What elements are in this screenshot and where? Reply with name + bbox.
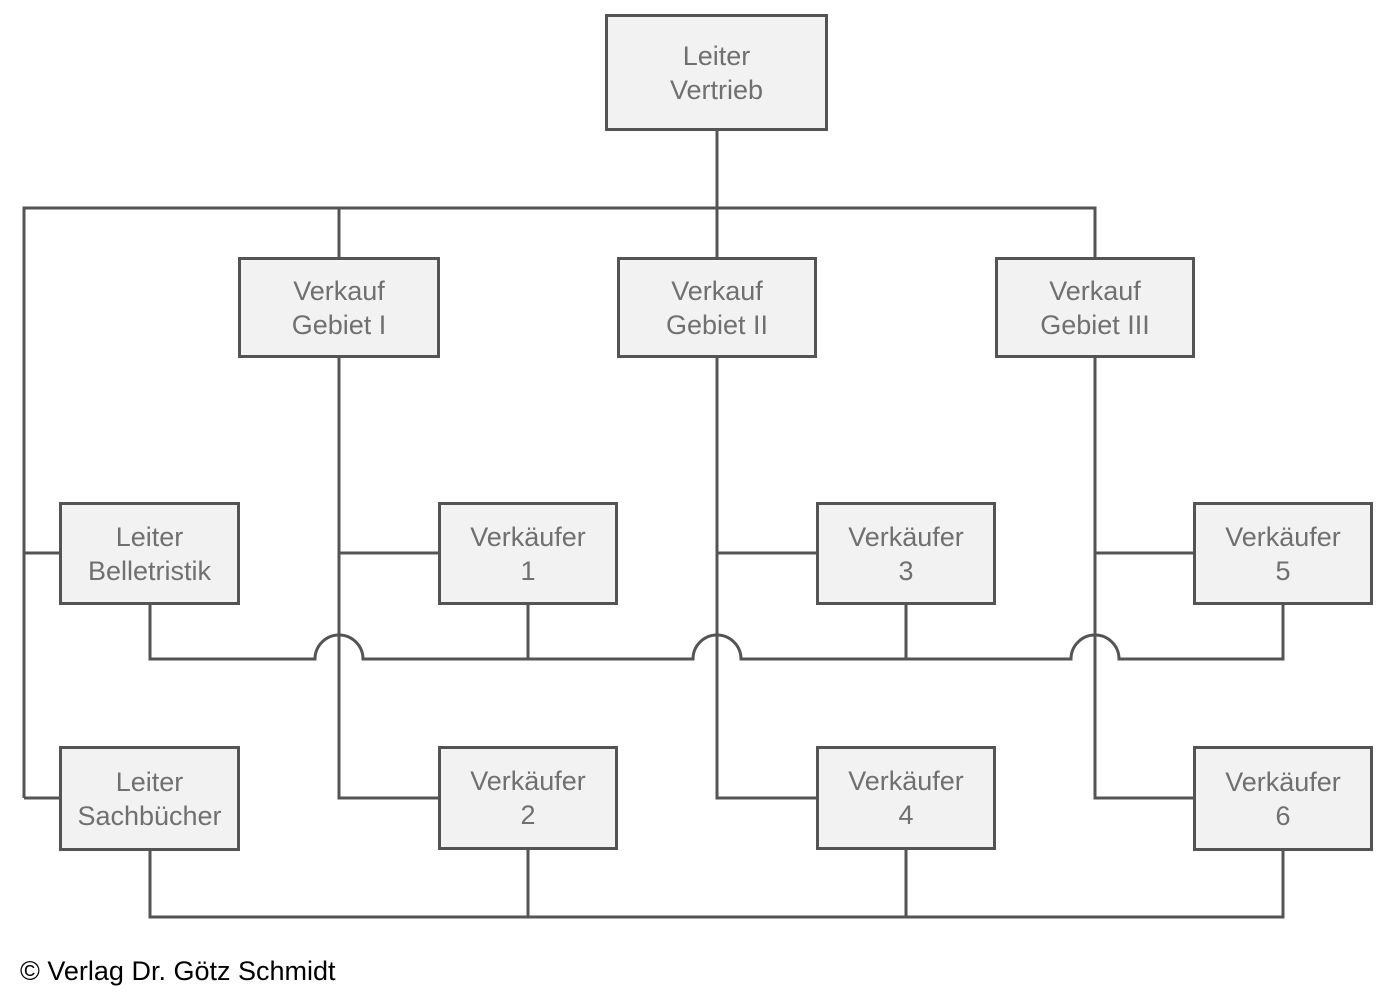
edge-top-bar: [22, 206, 1097, 798]
node-label-line1: Verkäufer: [470, 521, 586, 552]
node-label-line1: Verkäufer: [848, 766, 964, 796]
node-label-line2: 5: [1275, 555, 1291, 586]
edge-gebiet1-column: [337, 358, 438, 800]
node-label-line2: Sachbücher: [77, 800, 222, 831]
node-label-line1: Verkäufer: [848, 521, 964, 552]
node-label-line1: Verkauf: [293, 275, 385, 306]
edge-gebiet3-column: [1093, 358, 1193, 800]
node-label-line1: Leiter: [115, 521, 184, 552]
copyright-notice: © Verlag Dr. Götz Schmidt: [20, 956, 336, 986]
node-label-line1: Verkäufer: [1225, 766, 1341, 797]
node-label-line2: 4: [898, 800, 914, 830]
edge-sachbuecher-matrix-line: [148, 851, 1285, 919]
node-label-line2: 2: [520, 800, 536, 830]
node-verkaeufer-6: Verkäufer 6: [1193, 746, 1373, 851]
node-label-line2: Vertrieb: [669, 74, 764, 105]
node-label-line1: Verkauf: [1049, 275, 1141, 306]
node-label-line1: Verkauf: [671, 275, 763, 306]
node-label-line2: Belletristik: [87, 555, 212, 586]
node-label-line1: Leiter: [682, 40, 751, 71]
node-label-line2: Gebiet I: [291, 309, 387, 340]
edge-belletristik-matrix-line: [148, 605, 1285, 661]
node-leiter-belletristik: Leiter Belletristik: [59, 502, 240, 605]
node-label-line1: Verkäufer: [1225, 521, 1341, 552]
node-verkauf-gebiet-2: Verkauf Gebiet II: [617, 257, 817, 358]
node-label-line2: 3: [898, 555, 914, 586]
node-verkaeufer-5: Verkäufer 5: [1193, 502, 1373, 605]
node-verkauf-gebiet-3: Verkauf Gebiet III: [995, 257, 1195, 358]
node-leiter-vertrieb: Leiter Vertrieb: [605, 14, 828, 131]
node-label-line2: Gebiet III: [1040, 309, 1150, 340]
node-label-line1: Verkäufer: [470, 766, 586, 796]
node-verkaeufer-2: Verkäufer 2: [438, 746, 618, 850]
node-label-line1: Leiter: [115, 766, 184, 797]
node-verkaeufer-4: Verkäufer 4: [816, 746, 996, 850]
node-label-line2: 1: [520, 555, 536, 586]
node-verkauf-gebiet-1: Verkauf Gebiet I: [238, 257, 440, 358]
node-verkaeufer-3: Verkäufer 3: [816, 502, 996, 605]
node-label-line2: 6: [1275, 800, 1291, 831]
node-verkaeufer-1: Verkäufer 1: [438, 502, 618, 605]
node-label-line2: Gebiet II: [665, 309, 769, 340]
edge-gebiet2-column: [715, 358, 816, 800]
node-leiter-sachbuecher: Leiter Sachbücher: [59, 746, 240, 851]
